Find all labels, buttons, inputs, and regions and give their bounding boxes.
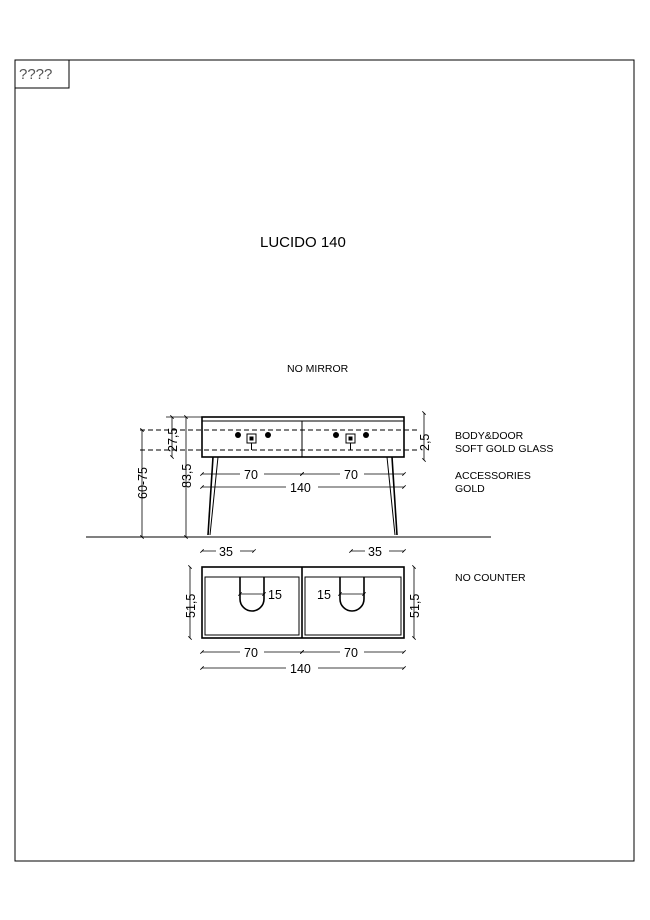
dim-depth-right: 51,5 <box>408 594 422 618</box>
top-view: 35 35 15 15 51,5 51,5 70 70 140 <box>184 544 422 676</box>
cabinet-body <box>201 416 405 458</box>
dim-top-total-width: 140 <box>290 662 311 676</box>
dim-top-right-width: 70 <box>344 646 358 660</box>
sheet-border <box>14 59 635 862</box>
top-view-inner-right <box>304 576 402 636</box>
cabinet-legs <box>207 456 398 536</box>
note-body-line2: SOFT GOLD GLASS <box>455 443 553 455</box>
note-accessories-line1: ACCESSORIES <box>455 470 531 482</box>
dim-top-left-offset: 35 <box>219 545 233 559</box>
dim-top-right-offset: 35 <box>368 545 382 559</box>
product-title: LUCIDO 140 <box>260 234 346 251</box>
sink-bowl-right <box>339 577 365 612</box>
dim-top-height: 27,5 <box>166 428 180 452</box>
dim-front-right-width: 70 <box>344 468 358 482</box>
stamp-box: ???? <box>14 59 70 89</box>
sink-bowl-left <box>239 577 265 612</box>
dim-top-thickness: 2,5 <box>418 434 432 451</box>
dim-front-total-width: 140 <box>290 481 311 495</box>
dim-leg-height: 60-75 <box>136 467 150 499</box>
drawer-handle-left <box>235 432 271 450</box>
dim-top-left-width: 70 <box>244 646 258 660</box>
stamp-text: ???? <box>19 66 52 83</box>
note-accessories-line2: GOLD <box>455 483 485 495</box>
dim-front-left-width: 70 <box>244 468 258 482</box>
top-view-body <box>201 566 405 639</box>
dim-sink-left: 15 <box>268 588 282 602</box>
note-counter: NO COUNTER <box>455 572 526 584</box>
top-view-inner-left <box>204 576 300 636</box>
dim-depth-left: 51,5 <box>184 594 198 618</box>
note-body-line1: BODY&DOOR <box>455 430 524 442</box>
dim-total-height: 83,5 <box>180 464 194 488</box>
drawer-handle-right <box>333 432 369 450</box>
note-mirror: NO MIRROR <box>287 363 349 375</box>
dim-sink-right: 15 <box>317 588 331 602</box>
front-view: 27,5 83,5 60-75 2,5 70 70 140 <box>86 411 491 539</box>
